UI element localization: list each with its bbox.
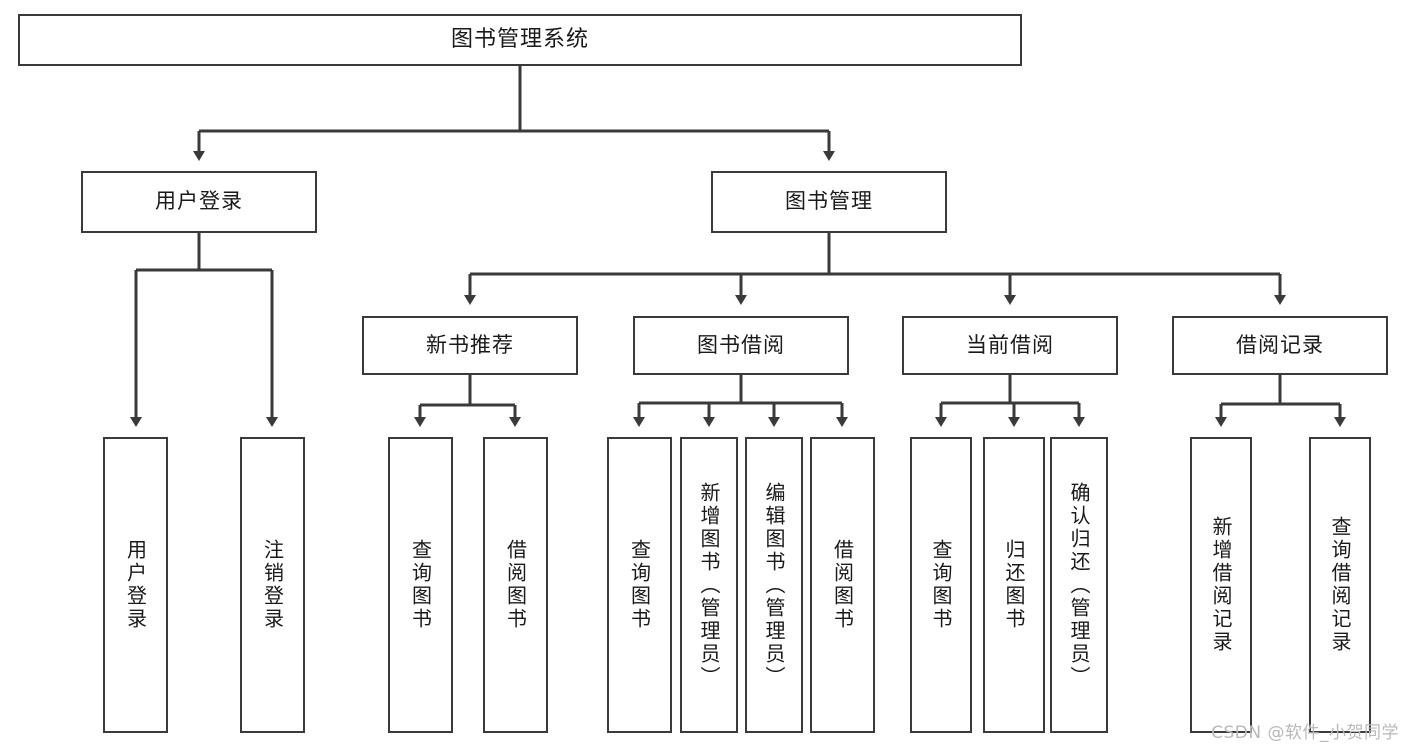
node-label: 用户登录 bbox=[123, 539, 148, 631]
node-label: 新书推荐 bbox=[426, 332, 514, 357]
node-label: 用户登录 bbox=[155, 189, 243, 214]
node-user-login[interactable]: 用户登录 bbox=[81, 171, 317, 233]
node-label: 新增图书（管理员） bbox=[697, 481, 721, 689]
node-leaf-borrow-book-2[interactable]: 借阅图书 bbox=[810, 437, 875, 733]
node-leaf-add-record[interactable]: 新增借阅记录 bbox=[1190, 437, 1252, 733]
node-label: 查询借阅记录 bbox=[1328, 516, 1352, 654]
node-leaf-edit-book[interactable]: 编辑图书（管理员） bbox=[745, 437, 803, 733]
node-leaf-query-record[interactable]: 查询借阅记录 bbox=[1309, 437, 1371, 733]
node-label: 注销登录 bbox=[260, 539, 285, 631]
node-new-book-recommend[interactable]: 新书推荐 bbox=[362, 316, 578, 375]
node-root[interactable]: 图书管理系统 bbox=[18, 14, 1022, 66]
node-book-manage[interactable]: 图书管理 bbox=[711, 171, 947, 233]
watermark: CSDN @软件_小贺同学 bbox=[1211, 723, 1399, 743]
node-borrow-record[interactable]: 借阅记录 bbox=[1172, 316, 1388, 375]
node-label: 借阅图书 bbox=[503, 539, 528, 631]
node-leaf-confirm-return[interactable]: 确认归还（管理员） bbox=[1050, 437, 1108, 733]
node-leaf-borrow-book-1[interactable]: 借阅图书 bbox=[483, 437, 548, 733]
node-label: 借阅记录 bbox=[1236, 332, 1324, 357]
node-leaf-user-login[interactable]: 用户登录 bbox=[103, 437, 168, 733]
node-label: 编辑图书（管理员） bbox=[762, 481, 786, 689]
node-leaf-return-book[interactable]: 归还图书 bbox=[983, 437, 1045, 733]
node-current-borrow[interactable]: 当前借阅 bbox=[902, 316, 1118, 375]
node-label: 归还图书 bbox=[1002, 539, 1026, 631]
node-label: 查询图书 bbox=[929, 539, 953, 631]
node-label: 图书借阅 bbox=[697, 332, 785, 357]
node-label: 查询图书 bbox=[408, 539, 433, 631]
node-label: 确认归还（管理员） bbox=[1067, 481, 1091, 689]
node-leaf-logout-login[interactable]: 注销登录 bbox=[240, 437, 305, 733]
node-leaf-query-book-2[interactable]: 查询图书 bbox=[607, 437, 672, 733]
node-book-borrow[interactable]: 图书借阅 bbox=[633, 316, 849, 375]
node-label: 新增借阅记录 bbox=[1209, 516, 1233, 654]
node-label: 图书管理系统 bbox=[450, 26, 589, 52]
node-label: 查询图书 bbox=[627, 539, 652, 631]
node-leaf-query-book-3[interactable]: 查询图书 bbox=[910, 437, 972, 733]
node-leaf-query-book-1[interactable]: 查询图书 bbox=[388, 437, 453, 733]
node-label: 图书管理 bbox=[785, 189, 873, 214]
node-label: 借阅图书 bbox=[830, 539, 855, 631]
node-leaf-add-book[interactable]: 新增图书（管理员） bbox=[680, 437, 738, 733]
node-label: 当前借阅 bbox=[966, 332, 1054, 357]
